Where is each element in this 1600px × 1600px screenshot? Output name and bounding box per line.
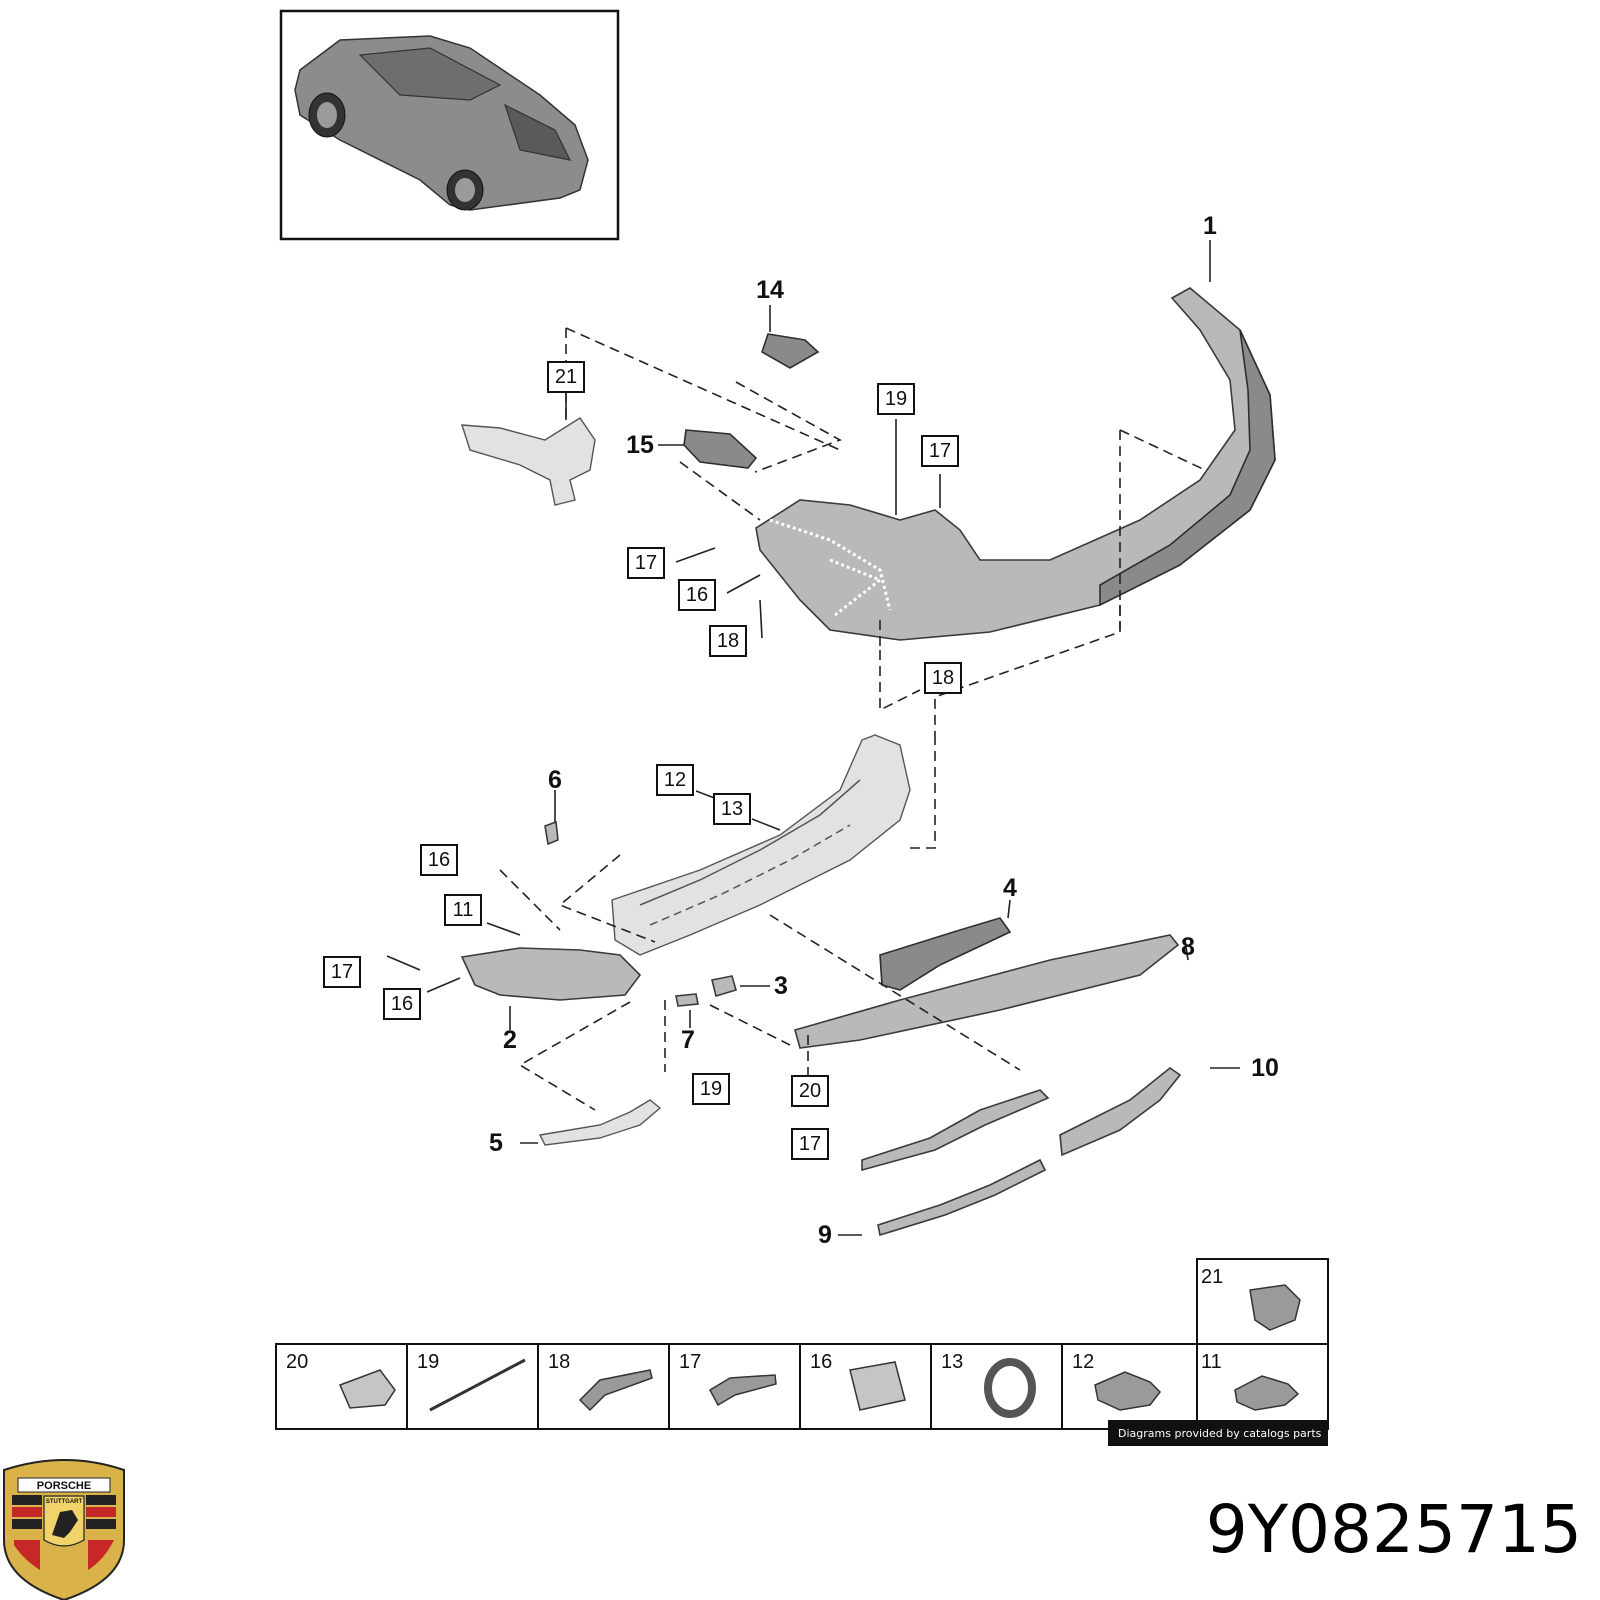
legend-label-11: 11 [1201, 1351, 1222, 1373]
callout-14: 14 [756, 276, 784, 304]
crest-top-text: PORSCHE [37, 1480, 91, 1492]
callout-11: 11 [453, 899, 474, 921]
legend-clip-16-icon [849, 1361, 906, 1411]
callout-19: 19 [885, 388, 907, 410]
part-8-trim [794, 934, 1180, 1049]
legend-nut-20-icon [338, 1369, 396, 1409]
part-21-bracket [461, 417, 596, 506]
callout-18: 18 [717, 630, 739, 652]
callout-20: 20 [799, 1080, 821, 1102]
callout-3: 3 [774, 972, 788, 1000]
callout-15: 15 [626, 431, 654, 459]
legend-clip-21-icon [1249, 1284, 1301, 1331]
callout-6: 6 [548, 766, 562, 794]
vehicle-thumbnail [279, 9, 620, 241]
legend-label-13: 13 [941, 1351, 963, 1373]
bumper-cover-part [755, 287, 1276, 641]
callout-17: 17 [929, 440, 951, 462]
legend-label-20: 20 [286, 1351, 308, 1373]
callout-12: 12 [664, 769, 686, 791]
part-9-strip [877, 1158, 1047, 1237]
callout-16: 16 [428, 849, 450, 871]
diagram-credit: Diagrams provided by catalogs parts [1118, 1427, 1322, 1440]
legend-ring-13-icon [984, 1358, 1036, 1418]
legend-label-17: 17 [679, 1351, 701, 1373]
callout-4: 4 [1003, 874, 1017, 902]
part-6-clip [544, 820, 559, 846]
part-15-strip [683, 429, 758, 469]
callout-7: 7 [681, 1026, 695, 1054]
legend-sensor-12-icon [1094, 1371, 1161, 1411]
part-10-strip [861, 1067, 1182, 1172]
part-3-clip [711, 975, 737, 998]
callout-9: 9 [818, 1221, 832, 1249]
part-5-strip [538, 1099, 662, 1146]
callout-21: 21 [555, 366, 577, 388]
legend-label-16: 16 [810, 1351, 832, 1373]
callout-8: 8 [1181, 933, 1195, 961]
legend-label-21: 21 [1201, 1266, 1223, 1288]
callout-17: 17 [331, 961, 353, 983]
part-14-strip [761, 333, 820, 369]
callout-16: 16 [686, 584, 708, 606]
leader-lines [386, 240, 1240, 1236]
legend-rivet-18-icon [578, 1369, 653, 1412]
callout-2: 2 [503, 1026, 517, 1054]
callout-5: 5 [489, 1129, 503, 1157]
legend-label-18: 18 [548, 1351, 570, 1373]
callout-1: 1 [1203, 212, 1217, 240]
porsche-crest-logo: PORSCHE STUTTGART [3, 1459, 125, 1600]
crest-center-text: STUTTGART [46, 1499, 83, 1505]
callout-10: 10 [1251, 1054, 1279, 1082]
legend-label-19: 19 [417, 1351, 439, 1373]
callout-13: 13 [721, 798, 743, 820]
callout-17: 17 [799, 1133, 821, 1155]
legend-sensor-11-icon [1234, 1375, 1300, 1411]
fasteners-legend: 21 20 19 18 17 16 13 12 11 Diagrams prov… [275, 1258, 1329, 1446]
callout-17: 17 [635, 552, 657, 574]
part-number: 9Y0825715 [1206, 1491, 1582, 1568]
callout-16: 16 [391, 993, 413, 1015]
callout-19: 19 [700, 1078, 722, 1100]
lower-carrier-part [460, 734, 911, 1001]
legend-screw-17-icon [709, 1374, 777, 1407]
legend-label-12: 12 [1072, 1351, 1094, 1373]
callouts: 1 14 21 19 15 17 17 16 18 18 12 6 13 16 … [323, 212, 1279, 1249]
legend-pin-19-icon [429, 1358, 526, 1412]
callout-18: 18 [932, 667, 954, 689]
part-7-clip [675, 993, 699, 1007]
